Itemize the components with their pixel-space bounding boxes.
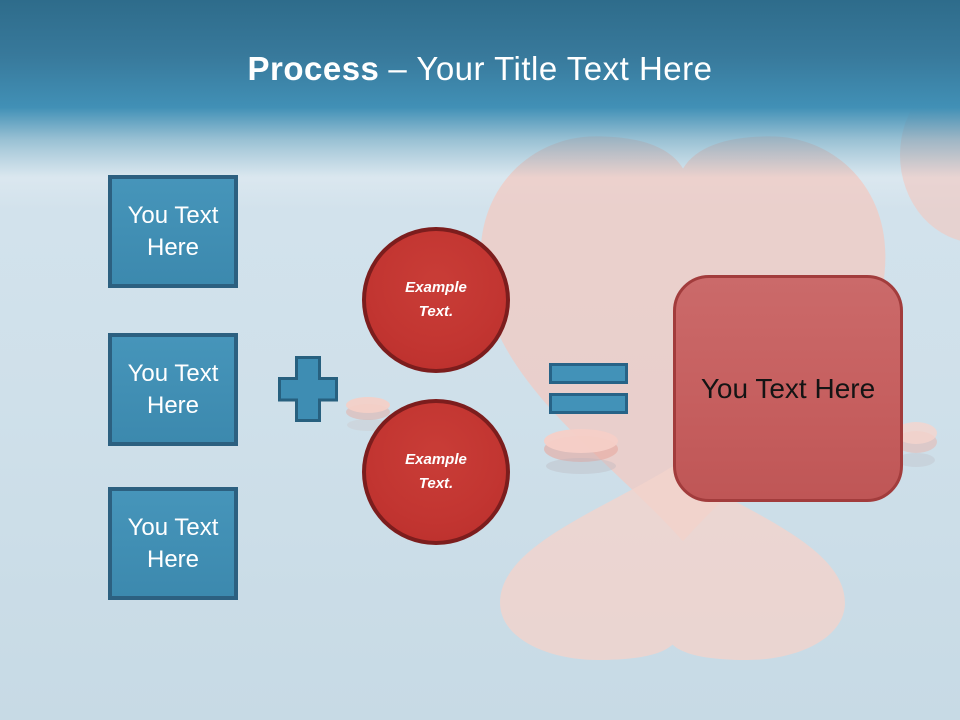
plus-sign-icon xyxy=(278,356,338,422)
equals-sign-icon xyxy=(549,363,628,384)
equals-sign-icon xyxy=(549,393,628,414)
result-box[interactable]: You Text Here xyxy=(673,275,903,502)
input-box-label: You Text Here xyxy=(127,359,219,419)
input-box-1[interactable]: You Text Here xyxy=(108,175,238,288)
input-box-2[interactable]: You Text Here xyxy=(108,333,238,446)
pill-decor-icon xyxy=(544,429,618,474)
heart-reflection-decor-icon xyxy=(500,466,845,660)
slide-title-subtitle: – Your Title Text Here xyxy=(388,50,713,87)
example-circle-1[interactable]: Example Text. xyxy=(362,227,510,373)
input-box-3[interactable]: You Text Here xyxy=(108,487,238,600)
slide-title-keyword: Process xyxy=(247,50,380,87)
result-box-label: You Text Here xyxy=(700,372,876,404)
pill-decor-icon xyxy=(895,422,937,467)
input-box-label: You Text Here xyxy=(127,201,219,261)
example-circle-label: Example Text. xyxy=(405,451,467,492)
example-circle-label: Example Text. xyxy=(405,279,467,320)
example-circle-2[interactable]: Example Text. xyxy=(362,399,510,545)
header-band xyxy=(0,0,960,185)
slide-title[interactable]: Process– Your Title Text Here xyxy=(0,50,960,88)
input-box-label: You Text Here xyxy=(127,513,219,573)
